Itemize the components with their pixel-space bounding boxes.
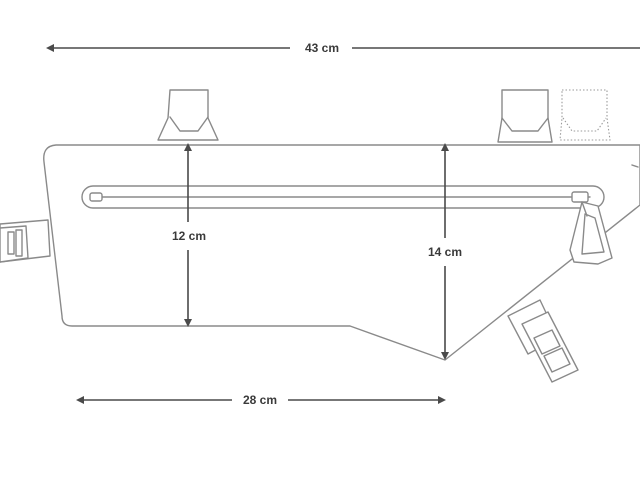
rear-strap-buckle <box>0 219 51 263</box>
top-strap-front-alternate <box>559 89 611 141</box>
top-strap-front <box>497 89 553 143</box>
dimension-rear-height-label: 12 cm <box>172 229 206 243</box>
zipper <box>81 185 605 209</box>
dimension-bottom: 28 cm <box>76 393 446 407</box>
dimension-rear-height: 12 cm <box>172 143 206 327</box>
front-edge-mark <box>631 164 639 168</box>
front-lower-strap-buckle <box>507 299 579 383</box>
dimension-bottom-label: 28 cm <box>243 393 277 407</box>
dimension-front-height-label: 14 cm <box>428 245 462 259</box>
dimension-overall: 43 cm <box>46 41 640 55</box>
dimension-overall-label: 43 cm <box>305 41 339 55</box>
dimension-front-height: 14 cm <box>428 143 462 360</box>
top-strap-rear <box>157 89 219 141</box>
bag-body <box>43 144 640 361</box>
zipper-pull <box>569 201 613 265</box>
